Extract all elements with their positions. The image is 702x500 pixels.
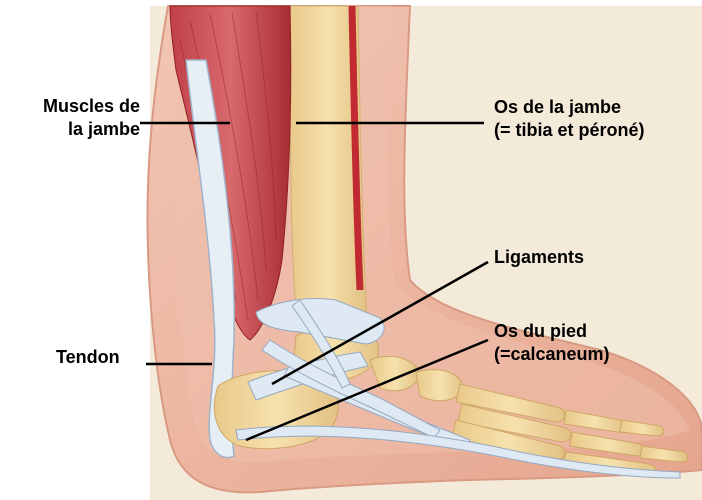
label-tendon: Tendon: [56, 346, 120, 369]
label-ligaments: Ligaments: [494, 246, 584, 269]
label-os-de-la-jambe: Os de la jambe (= tibia et péroné): [494, 96, 645, 142]
label-muscles-line1: Muscles de: [8, 95, 140, 118]
label-muscles-line2: la jambe: [8, 118, 140, 141]
label-ligaments-text: Ligaments: [494, 246, 584, 269]
label-leg-bones-line1: Os de la jambe: [494, 96, 645, 119]
label-tendon-text: Tendon: [56, 346, 120, 369]
label-leg-bones-line2: (= tibia et péroné): [494, 119, 645, 142]
label-foot-bones-line1: Os du pied: [494, 320, 610, 343]
label-os-du-pied: Os du pied (=calcaneum): [494, 320, 610, 366]
label-foot-bones-line2: (=calcaneum): [494, 343, 610, 366]
label-muscles-de-la-jambe: Muscles de la jambe: [8, 95, 140, 141]
